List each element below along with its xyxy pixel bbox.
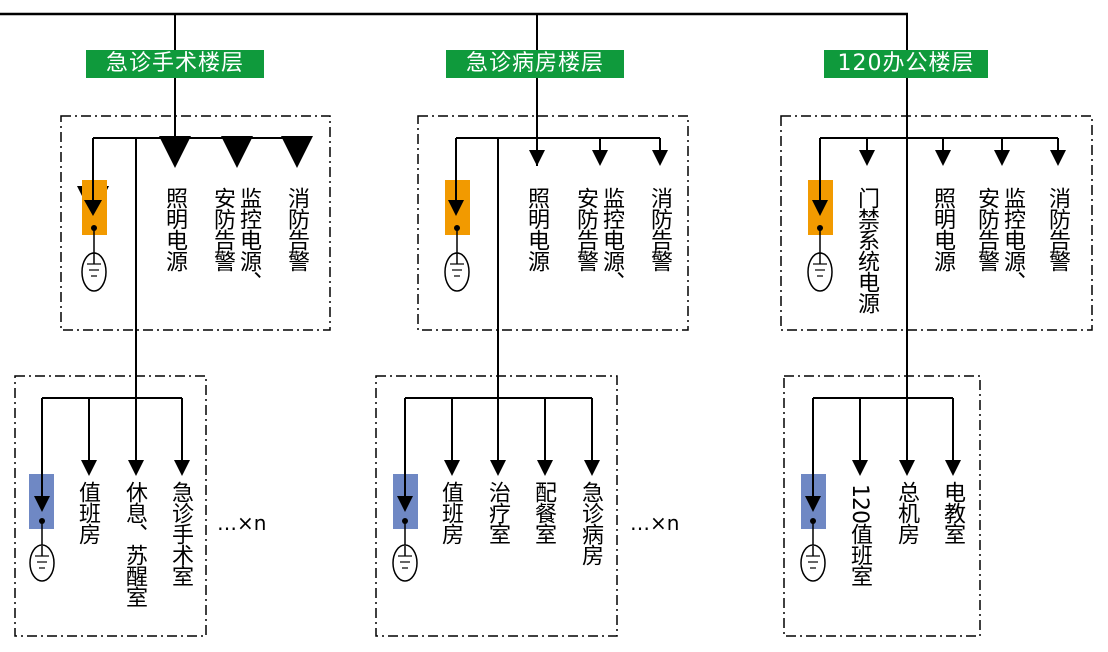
load-label: 照明电源 <box>524 187 549 271</box>
load-label: 监控电源、 <box>1000 187 1025 292</box>
lower-panel-frame-2 <box>375 375 618 637</box>
load-label: 配餐室 <box>531 481 556 544</box>
load-label: 门禁系统电源 <box>854 187 879 313</box>
load-arrow <box>899 460 915 476</box>
load-arrow <box>128 460 144 476</box>
load-label: 消防告警 <box>1045 187 1070 271</box>
load-label: 急诊病房 <box>578 481 603 565</box>
load-label: 安防告警 <box>974 187 999 271</box>
load-arrow <box>490 460 506 476</box>
load-arrow <box>852 460 868 476</box>
repeat-indicator: …×n <box>630 511 680 535</box>
ground-icon <box>807 252 833 292</box>
load-arrow <box>444 460 460 476</box>
load-arrow <box>289 150 305 166</box>
upper-panel-frame-2 <box>417 115 689 331</box>
load-label: 监控电源、 <box>599 187 624 292</box>
floor-label-emergency-ward: 急诊病房楼层 <box>446 50 624 78</box>
load-arrow <box>935 150 951 166</box>
load-label: 休息、苏醒室 <box>122 481 147 607</box>
load-label: 消防告警 <box>284 187 309 271</box>
lower-panel-frame-3 <box>783 375 981 637</box>
load-arrow <box>652 150 668 166</box>
floor-label-120-office: 120办公楼层 <box>824 50 988 78</box>
load-arrow <box>859 150 875 166</box>
lower-panel-frame-1 <box>14 375 207 637</box>
load-label: 总机房 <box>894 481 919 544</box>
load-label: 安防告警 <box>210 187 235 271</box>
load-arrow <box>584 460 600 476</box>
load-arrow <box>537 460 553 476</box>
load-label: 安防告警 <box>573 187 598 271</box>
load-arrow <box>529 150 545 166</box>
ground-icon <box>392 544 418 582</box>
load-arrow <box>994 150 1010 166</box>
load-label: 治疗室 <box>485 481 510 544</box>
load-label: 监控电源、 <box>236 187 261 292</box>
floor-label-emergency-surgery: 急诊手术楼层 <box>86 50 264 78</box>
load-label: 电教室 <box>940 481 965 544</box>
load-arrow <box>592 150 608 166</box>
load-label: 值班房 <box>438 481 463 544</box>
load-arrow <box>174 460 190 476</box>
load-label: 消防告警 <box>647 187 672 271</box>
load-arrow <box>1050 150 1066 166</box>
load-label: 急诊手术室 <box>168 481 193 586</box>
load-arrow <box>945 460 961 476</box>
load-arrow <box>167 150 183 166</box>
load-label: 照明电源 <box>162 187 187 271</box>
ground-icon <box>29 544 55 582</box>
load-label: 照明电源 <box>930 187 955 271</box>
load-arrow <box>81 460 97 476</box>
load-arrow <box>229 150 245 166</box>
ground-icon <box>800 544 826 582</box>
repeat-indicator: …×n <box>217 511 267 535</box>
load-label: 120值班室 <box>847 484 872 586</box>
upper-panel-frame-1 <box>60 115 331 331</box>
load-label: 值班房 <box>75 481 100 544</box>
upper-panel-frame-3 <box>780 115 1093 331</box>
ground-icon <box>444 252 470 292</box>
ground-icon <box>81 252 107 292</box>
